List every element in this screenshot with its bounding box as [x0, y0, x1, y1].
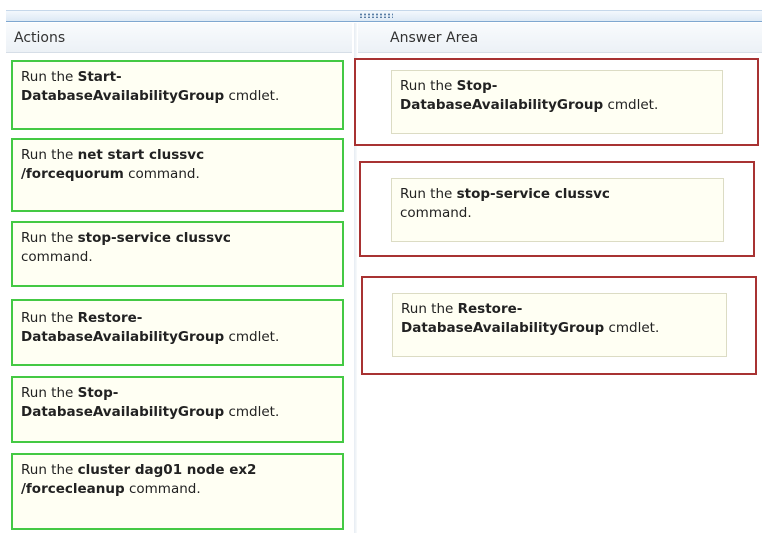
answer-card[interactable]: Run the Stop-DatabaseAvailabilityGroup c…	[391, 70, 723, 134]
action-item[interactable]: Run the net start clussvc/forcequorum co…	[11, 138, 344, 212]
pane-divider	[354, 23, 357, 533]
actions-pane-title: Actions	[14, 30, 66, 46]
splitter-grip-handle[interactable]	[359, 13, 393, 18]
answer-slot-1[interactable]: Run the Stop-DatabaseAvailabilityGroup c…	[354, 58, 759, 146]
answer-slot-3[interactable]: Run the Restore-DatabaseAvailabilityGrou…	[361, 276, 757, 375]
actions-pane-header: Actions	[6, 23, 352, 53]
action-item[interactable]: Run the cluster dag01 node ex2/forceclea…	[11, 453, 344, 530]
answer-card[interactable]: Run the Restore-DatabaseAvailabilityGrou…	[392, 293, 727, 357]
action-item[interactable]: Run the Restore-DatabaseAvailabilityGrou…	[11, 299, 344, 366]
answer-area-title: Answer Area	[390, 30, 479, 46]
action-item[interactable]: Run the Start-DatabaseAvailabilityGroup …	[11, 60, 344, 130]
answer-area-header: Answer Area	[358, 23, 762, 53]
pane-splitter-bar	[6, 10, 762, 22]
action-item[interactable]: Run the Stop-DatabaseAvailabilityGroup c…	[11, 376, 344, 443]
